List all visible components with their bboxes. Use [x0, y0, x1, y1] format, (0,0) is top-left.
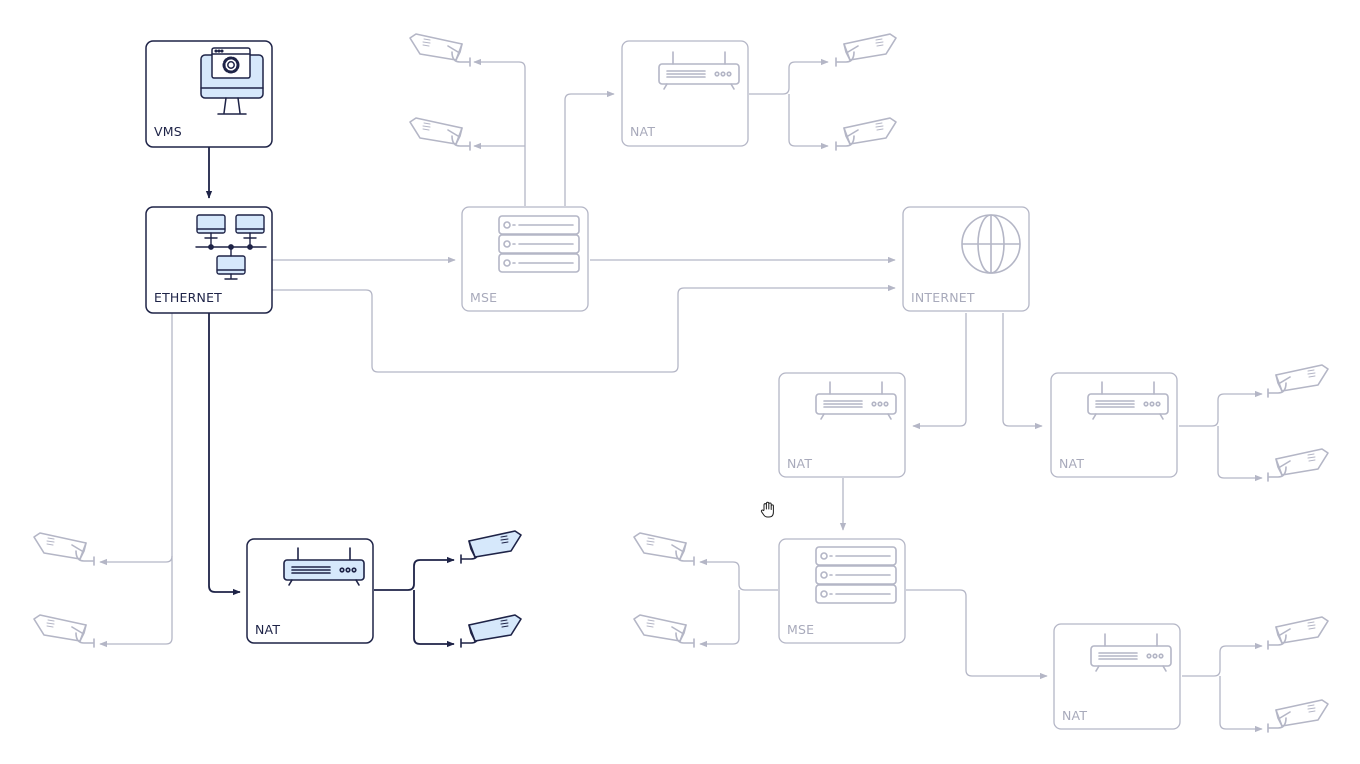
connector-nat-right-camera-1: [1179, 390, 1263, 427]
inactive-connectors: [99, 58, 1263, 733]
node-mse-bottom[interactable]: MSE: [778, 538, 906, 644]
globe-icon: [961, 214, 1021, 274]
node-mse-top-label: MSE: [470, 290, 497, 305]
connector-nat-right-camera-2: [1217, 426, 1263, 482]
security-camera-icon[interactable]: [410, 118, 470, 150]
node-nat-right-box[interactable]: [1050, 372, 1178, 478]
security-camera-icon[interactable]: [835, 117, 897, 151]
connector-ethernet-camera-1: [99, 313, 173, 566]
connector-ethernet-camera-2: [99, 556, 173, 648]
node-nat-local-label: NAT: [255, 622, 280, 637]
security-camera-icon[interactable]: [460, 530, 522, 564]
node-nat-bottom-box[interactable]: [1053, 623, 1181, 730]
connector-internet-nat-right: [1002, 313, 1043, 430]
security-camera-icon[interactable]: [1267, 448, 1329, 482]
connector-nat-local-camera-2: [413, 590, 455, 648]
connector-nat-bottom-camera-1: [1182, 642, 1263, 677]
node-mse-top-box[interactable]: [461, 206, 589, 312]
security-camera-icon[interactable]: [1267, 616, 1329, 650]
node-nat-mid-label: NAT: [787, 456, 812, 471]
security-camera-icon[interactable]: [1267, 364, 1329, 398]
connector-ethernet-internet: [272, 284, 896, 373]
active-connectors: [205, 147, 455, 648]
connector-mse-nat-top: [564, 90, 615, 206]
security-camera-icon[interactable]: [634, 533, 694, 565]
connector-ethernet-nat-local: [208, 313, 241, 596]
connector-nat-top-camera-2: [788, 94, 829, 150]
connector-nat-local-camera-1: [374, 556, 455, 591]
connector-mse-bottom-camera-1: [699, 558, 778, 591]
node-nat-top-box[interactable]: [621, 40, 749, 147]
node-internet[interactable]: INTERNET: [902, 206, 1030, 312]
node-mse-bottom-label: MSE: [787, 622, 814, 637]
connector-internet-nat-mid: [912, 313, 967, 430]
security-camera-icon[interactable]: [1267, 699, 1329, 733]
node-nat-bottom-label: NAT: [1062, 708, 1087, 723]
security-camera-icon[interactable]: [634, 615, 694, 647]
node-internet-label: INTERNET: [911, 290, 975, 305]
node-vms[interactable]: VMS: [145, 40, 273, 148]
node-nat-mid[interactable]: NAT: [778, 372, 906, 478]
node-mse-top[interactable]: MSE: [461, 206, 589, 312]
node-nat-top[interactable]: NAT: [621, 40, 749, 147]
network-icon: [195, 214, 267, 280]
node-nat-local[interactable]: NAT: [246, 538, 374, 644]
node-nat-mid-box[interactable]: [778, 372, 906, 478]
node-nat-right-label: NAT: [1059, 456, 1084, 471]
node-nat-bottom[interactable]: NAT: [1053, 623, 1181, 730]
connector-mse-camera-1: [473, 58, 526, 206]
connector-mse-bottom-camera-2: [699, 590, 740, 648]
monitor-gear-icon: [200, 47, 264, 115]
security-camera-icon[interactable]: [410, 34, 470, 66]
node-ethernet[interactable]: ETHERNET: [145, 206, 273, 314]
connector-nat-top-camera-1: [749, 58, 829, 95]
node-nat-top-label: NAT: [630, 124, 655, 139]
security-camera-icon[interactable]: [34, 533, 94, 565]
grab-hand-cursor-icon: [760, 501, 774, 518]
security-camera-icon[interactable]: [34, 615, 94, 647]
node-nat-right[interactable]: NAT: [1050, 372, 1178, 478]
node-vms-label: VMS: [154, 124, 182, 139]
connector-nat-bottom-camera-2: [1219, 676, 1263, 733]
security-camera-icon[interactable]: [835, 33, 897, 67]
node-ethernet-label: ETHERNET: [154, 290, 222, 305]
security-camera-icon[interactable]: [460, 614, 522, 648]
cameras-active: [460, 530, 522, 648]
connector-mse-bottom-nat-bottom: [906, 589, 1048, 680]
